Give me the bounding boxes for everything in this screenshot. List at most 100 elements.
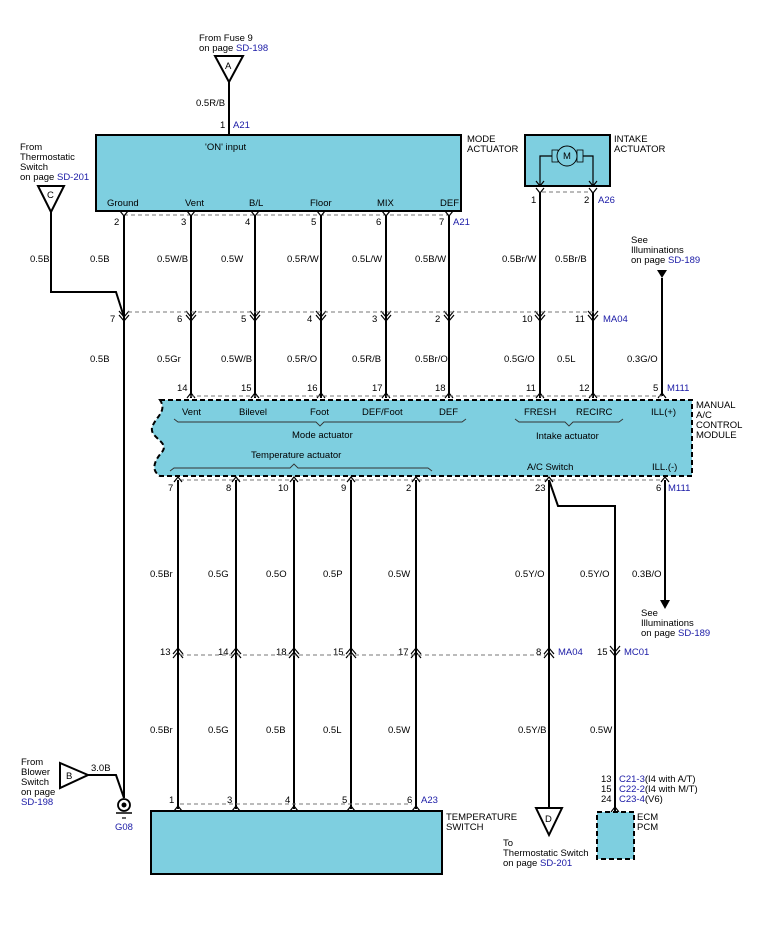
module-pin-number: 11 xyxy=(526,383,536,394)
module-label-vent: Vent xyxy=(182,407,201,418)
ecm-pin-icon xyxy=(610,806,620,813)
illum-bottom-page-link[interactable]: SD-189 xyxy=(678,628,710,639)
mid-connector-icon-2 xyxy=(172,651,184,659)
mode-pin-label: B/L xyxy=(249,198,263,209)
mode-actuator: 'ON' input MODE ACTUATOR A21 Ground20.5B… xyxy=(90,134,519,798)
illum-bottom-arrow-icon xyxy=(660,600,670,609)
module-label-fresh: FRESH xyxy=(524,407,556,418)
wire-upper-label: 0.5Br xyxy=(150,569,173,580)
blower-b-line4: on page xyxy=(21,787,55,798)
temp-switch-pin-number: 3 xyxy=(227,795,232,806)
mode-pin-number: 6 xyxy=(376,217,381,228)
thermo-d-page-link[interactable]: SD-201 xyxy=(540,858,572,869)
illum-top-page-link[interactable]: SD-189 xyxy=(668,255,700,266)
temp-switch-pin-icon xyxy=(411,805,421,812)
wire-lower-label: 0.5Br xyxy=(150,725,173,736)
mc01-pin-icon xyxy=(609,645,621,653)
illum-top-mod-pin: 5 xyxy=(653,383,658,394)
thermo-d-page-prefix: on page SD-201 xyxy=(503,858,572,869)
mid-pin-number: 2 xyxy=(435,314,440,325)
mid-pin-number: 4 xyxy=(307,314,312,325)
wire-lower-label: 0.5L xyxy=(557,354,576,365)
control-module: MANUAL A/C CONTROL MODULE Vent Bilevel F… xyxy=(150,399,742,477)
illum-bottom-mod-pin: 6 xyxy=(656,483,661,494)
thermo-c-line2: Thermostatic xyxy=(20,152,75,163)
thermo-c-page-link[interactable]: SD-201 xyxy=(57,172,89,183)
temp-switch-pin-number: 6 xyxy=(407,795,412,806)
mid-connector-icon xyxy=(534,314,546,322)
mid-connector-icon xyxy=(172,647,184,655)
fuse-a-page-link[interactable]: SD-198 xyxy=(236,43,268,54)
m111-top-conn: M111 xyxy=(667,383,689,394)
mid-pin-number: 17 xyxy=(398,647,409,658)
blower-b-page-link[interactable]: SD-198 xyxy=(21,797,53,808)
temperature-switch: TEMPERATURE SWITCH A23 xyxy=(150,795,517,875)
fuse-a-conn: A21 xyxy=(233,120,250,131)
motor-arrow-right xyxy=(588,180,598,187)
wire-illum-bottom-label: 0.3B/O xyxy=(632,569,662,580)
wire-lower-label: 0.5R/B xyxy=(352,354,381,365)
temperature-switch-box xyxy=(150,810,443,875)
fuse-a-page-prefix: on page SD-198 xyxy=(199,43,268,54)
ac-right-mid-conn: MC01 xyxy=(624,647,649,658)
control-module-box xyxy=(150,399,693,477)
mid-connector-icon xyxy=(230,647,242,655)
connector-c-letter: C xyxy=(47,190,54,201)
motor-lead-left xyxy=(539,155,552,186)
ecm-pin-15: 15 xyxy=(601,784,612,795)
thermo-c-reference: From Thermostatic Switch on page SD-201 … xyxy=(20,142,125,318)
mode-actuator-conn: A21 xyxy=(453,217,470,228)
intake-actuator-brace xyxy=(514,418,624,427)
control-module-title2: A/C xyxy=(696,410,712,421)
mid-connector-icon xyxy=(410,647,422,655)
intake-pin-number: 2 xyxy=(584,195,589,206)
mid-connector-icon-2 xyxy=(345,651,357,659)
ecm-title2: PCM xyxy=(637,822,658,833)
intake-actuator-title1: INTAKE xyxy=(614,134,648,145)
blower-b-reference: From Blower Switch on page SD-198 B 3.0B xyxy=(21,757,125,808)
illum-bottom-page-prefix: on page SD-189 xyxy=(641,628,710,639)
module-pin-icon xyxy=(411,476,421,483)
motor-icon xyxy=(556,145,578,167)
ac-switch-pin-icon xyxy=(544,476,554,483)
module-intake-group-label: Intake actuator xyxy=(536,431,599,442)
mode-pin-number: 4 xyxy=(245,217,250,228)
intake-actuator: INTAKE ACTUATOR M A26 10.5Br/W100.5G/O11… xyxy=(502,134,667,399)
mode-actuator-title1: MODE xyxy=(467,134,496,145)
mid-connector-icon xyxy=(345,647,357,655)
module-pin-number: 14 xyxy=(177,383,188,394)
connector-c-triangle xyxy=(36,185,66,215)
module-pin-number: 18 xyxy=(435,383,446,394)
temp-switch-conn: A23 xyxy=(421,795,438,806)
mode-pin-label: Ground xyxy=(107,198,139,209)
connector-b-letter: B xyxy=(66,771,72,782)
intake-actuator-title2: ACTUATOR xyxy=(614,144,666,155)
ecm-box xyxy=(596,811,635,860)
thermo-c-line1: From xyxy=(20,142,42,153)
mode-actuator-brace xyxy=(173,418,467,427)
thermo-d-line2: Thermostatic Switch xyxy=(503,848,589,859)
wire-ac-switch-right xyxy=(548,479,616,832)
module-label-foot: Foot xyxy=(310,407,329,418)
fuse-a-pin: 1 xyxy=(220,120,225,131)
intake-pin-number: 1 xyxy=(531,195,536,206)
illum-bottom-pin-icon xyxy=(660,476,670,483)
ac-left-mid-pin: 8 xyxy=(536,647,541,658)
ecm-pin-13: 13 xyxy=(601,774,612,785)
wire-upper-label: 0.5B/W xyxy=(415,254,446,265)
ac-switch-mod-pin: 23 xyxy=(535,483,546,494)
wire-thermo-c-label: 0.5B xyxy=(30,254,50,265)
motor-letter: M xyxy=(563,151,571,162)
wire-thermo-c xyxy=(50,212,125,318)
temp-switch-pin-icon xyxy=(346,805,356,812)
wire-lower-label: 0.5G xyxy=(208,725,229,736)
mid-pin-number: 3 xyxy=(372,314,377,325)
wire-upper-label: 0.5B xyxy=(90,254,110,265)
ma04-upper-conn: MA04 xyxy=(603,314,628,325)
intake-pin-icon xyxy=(588,187,598,194)
module-label-ill-plus: ILL(+) xyxy=(651,407,676,418)
ground-label: G08 xyxy=(115,822,133,833)
mid-pin-number: 7 xyxy=(110,314,115,325)
mid-connector-icon-2 xyxy=(534,310,546,318)
ac-right-mid-pin: 15 xyxy=(597,647,608,658)
